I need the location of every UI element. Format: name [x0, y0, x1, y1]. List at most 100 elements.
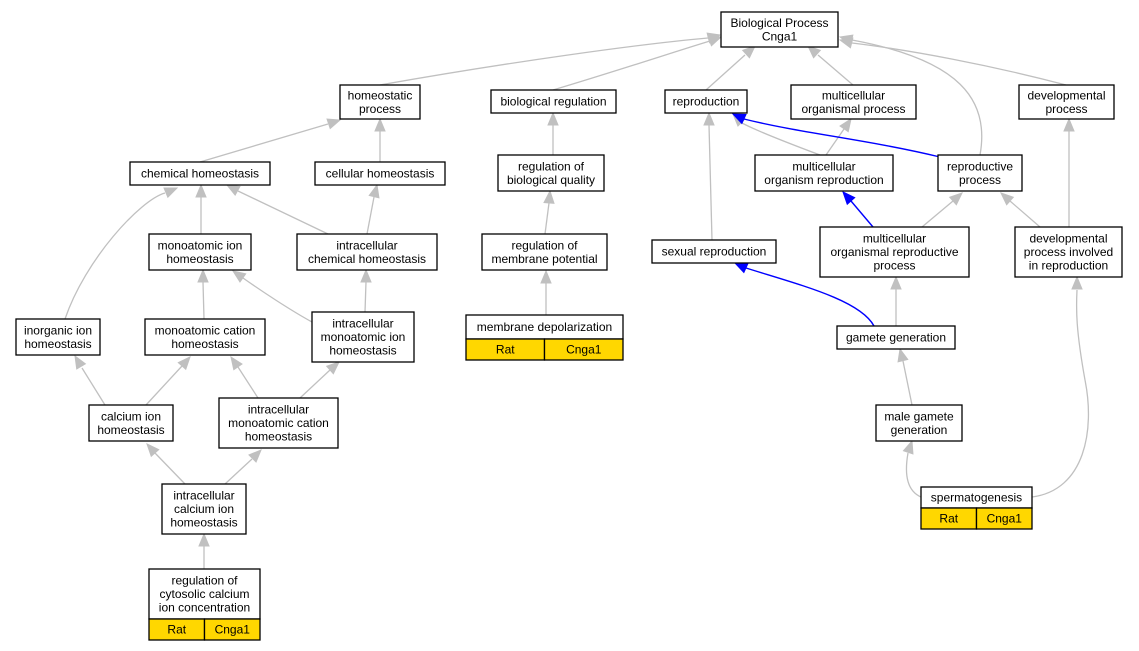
go-term-node-reproduction[interactable]: reproduction: [664, 89, 748, 114]
node-label: process: [959, 173, 1001, 187]
arrow-head-icon: [360, 268, 372, 283]
node-label: homeostasis: [329, 344, 396, 358]
go-term-node-biological-regulation[interactable]: biological regulation: [490, 89, 617, 114]
node-box: [88, 404, 174, 442]
edge-line: [1031, 289, 1090, 498]
arrow-head-icon: [807, 45, 822, 59]
node-label: homeostasis: [166, 252, 233, 266]
arrow-head-icon: [731, 113, 747, 125]
arrow-head-icon: [547, 111, 559, 126]
edge-line: [237, 366, 259, 399]
node-label: process involved: [1024, 245, 1113, 259]
arrow-head-icon: [248, 449, 262, 463]
node-label: inorganic ion: [24, 323, 92, 337]
node-box: [129, 161, 271, 186]
go-term-node-sexual-reproduction[interactable]: sexual reproduction: [651, 239, 777, 264]
edge-line: [199, 123, 329, 163]
edge-line: [817, 54, 854, 86]
arrow-head-icon: [326, 118, 342, 130]
node-box: [651, 239, 777, 264]
node-label: homeostasis: [245, 430, 312, 444]
arrow-head-icon: [540, 269, 552, 284]
arrow-head-icon: [374, 117, 386, 132]
annotation-cell: [203, 618, 261, 641]
node-box: [15, 318, 101, 356]
node-box: [339, 84, 421, 120]
node-label: spermatogenesis: [931, 491, 1022, 505]
node-label: intracellular: [336, 238, 397, 252]
arrow-head-icon: [197, 268, 209, 283]
node-label: cellular homeostasis: [326, 167, 435, 181]
edge-line: [850, 200, 874, 228]
annotation-species-label: Rat: [939, 512, 958, 526]
arrow-head-icon: [225, 184, 241, 197]
node-label: ion concentration: [159, 601, 250, 615]
node-label: male gamete: [884, 409, 954, 423]
edge-line: [905, 452, 922, 498]
go-term-node-gamete-generation[interactable]: gamete generation: [836, 325, 956, 350]
node-label: regulation of: [518, 159, 585, 173]
node-label: biological regulation: [500, 95, 606, 109]
arrow-head-icon: [231, 270, 247, 283]
node-box: [465, 314, 624, 340]
arrow-head-icon: [839, 117, 852, 133]
node-label: organismal reproductive: [830, 245, 958, 259]
node-label: calcium ion: [101, 409, 161, 423]
edge-line: [544, 202, 550, 235]
node-box: [1014, 226, 1123, 278]
go-term-node-cellular-homeostasis[interactable]: cellular homeostasis: [314, 161, 446, 186]
edge-line: [851, 42, 1067, 86]
annotation-gene-label: Cnga1: [566, 343, 602, 357]
edge-line: [202, 281, 205, 320]
node-label: reproduction: [673, 95, 740, 109]
node-label: homeostasis: [97, 423, 164, 437]
node-label: membrane potential: [491, 252, 597, 266]
node-box: [148, 233, 252, 271]
annotation-gene-label: Cnga1: [215, 623, 251, 637]
edge-line: [745, 267, 875, 327]
node-box: [218, 397, 339, 449]
go-term-node-chemical-homeostasis[interactable]: chemical homeostasis: [129, 161, 271, 186]
node-label: chemical homeostasis: [308, 252, 426, 266]
arrow-head-icon: [948, 192, 963, 206]
edge-line: [851, 39, 983, 156]
edge-line: [552, 40, 711, 91]
node-label: cytosolic calcium: [159, 587, 249, 601]
node-label: reproductive: [947, 159, 1013, 173]
arrow-head-icon: [74, 354, 87, 370]
edge-line: [299, 369, 331, 399]
node-box: [296, 233, 438, 271]
node-box: [144, 318, 266, 356]
arrow-head-icon: [177, 356, 191, 371]
node-label: gamete generation: [846, 331, 946, 345]
node-box: [790, 84, 917, 120]
arrow-head-icon: [1000, 192, 1015, 206]
arrow-head-icon: [838, 34, 854, 46]
arrow-head-icon: [842, 191, 856, 206]
node-label: homeostasis: [24, 337, 91, 351]
